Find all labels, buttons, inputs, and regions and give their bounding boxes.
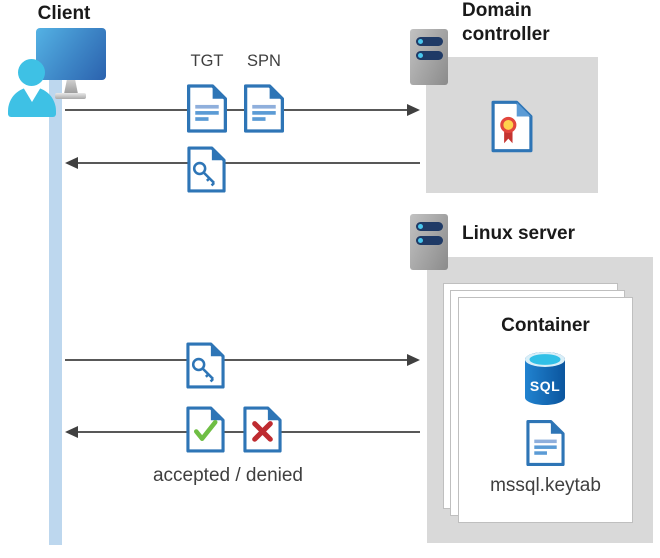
person-head-shape (18, 59, 45, 86)
key-document-icon (186, 342, 225, 389)
client-lifeline (49, 79, 62, 545)
person-at-monitor-icon (8, 26, 108, 117)
cross-document-icon (243, 406, 282, 453)
accepted-denied-label: accepted / denied (152, 465, 303, 486)
sql-database-icon: SQL (525, 352, 565, 405)
server-tower-icon (410, 214, 448, 270)
server-tower-icon (410, 29, 448, 85)
monitor-shape (36, 28, 106, 80)
spn-document-icon (243, 84, 285, 133)
arrow-client-to-dc (65, 104, 420, 116)
certificate-document-icon (491, 100, 533, 153)
arrow-linux-to-client (65, 426, 420, 438)
check-document-icon (186, 406, 225, 453)
arrow-dc-to-client (65, 157, 420, 169)
container-label: Container (501, 315, 590, 336)
arrow-client-to-linux (65, 354, 420, 366)
keytab-document-icon (526, 419, 565, 467)
tgt-document-icon (186, 84, 228, 133)
client-label: Client (37, 3, 91, 24)
person-body-shape (8, 87, 56, 117)
linux-server-label: Linux server (462, 223, 575, 244)
domain-controller-label: Domain controller (462, 0, 550, 45)
tgt-label: TGT (190, 52, 224, 70)
container-card: Container (458, 297, 633, 523)
sql-label: SQL (530, 378, 560, 394)
monitor-stand (64, 80, 78, 94)
monitor-stand-base (55, 93, 86, 99)
keytab-label: mssql.keytab (490, 475, 601, 496)
key-document-icon (187, 146, 226, 193)
spn-label: SPN (247, 52, 281, 70)
